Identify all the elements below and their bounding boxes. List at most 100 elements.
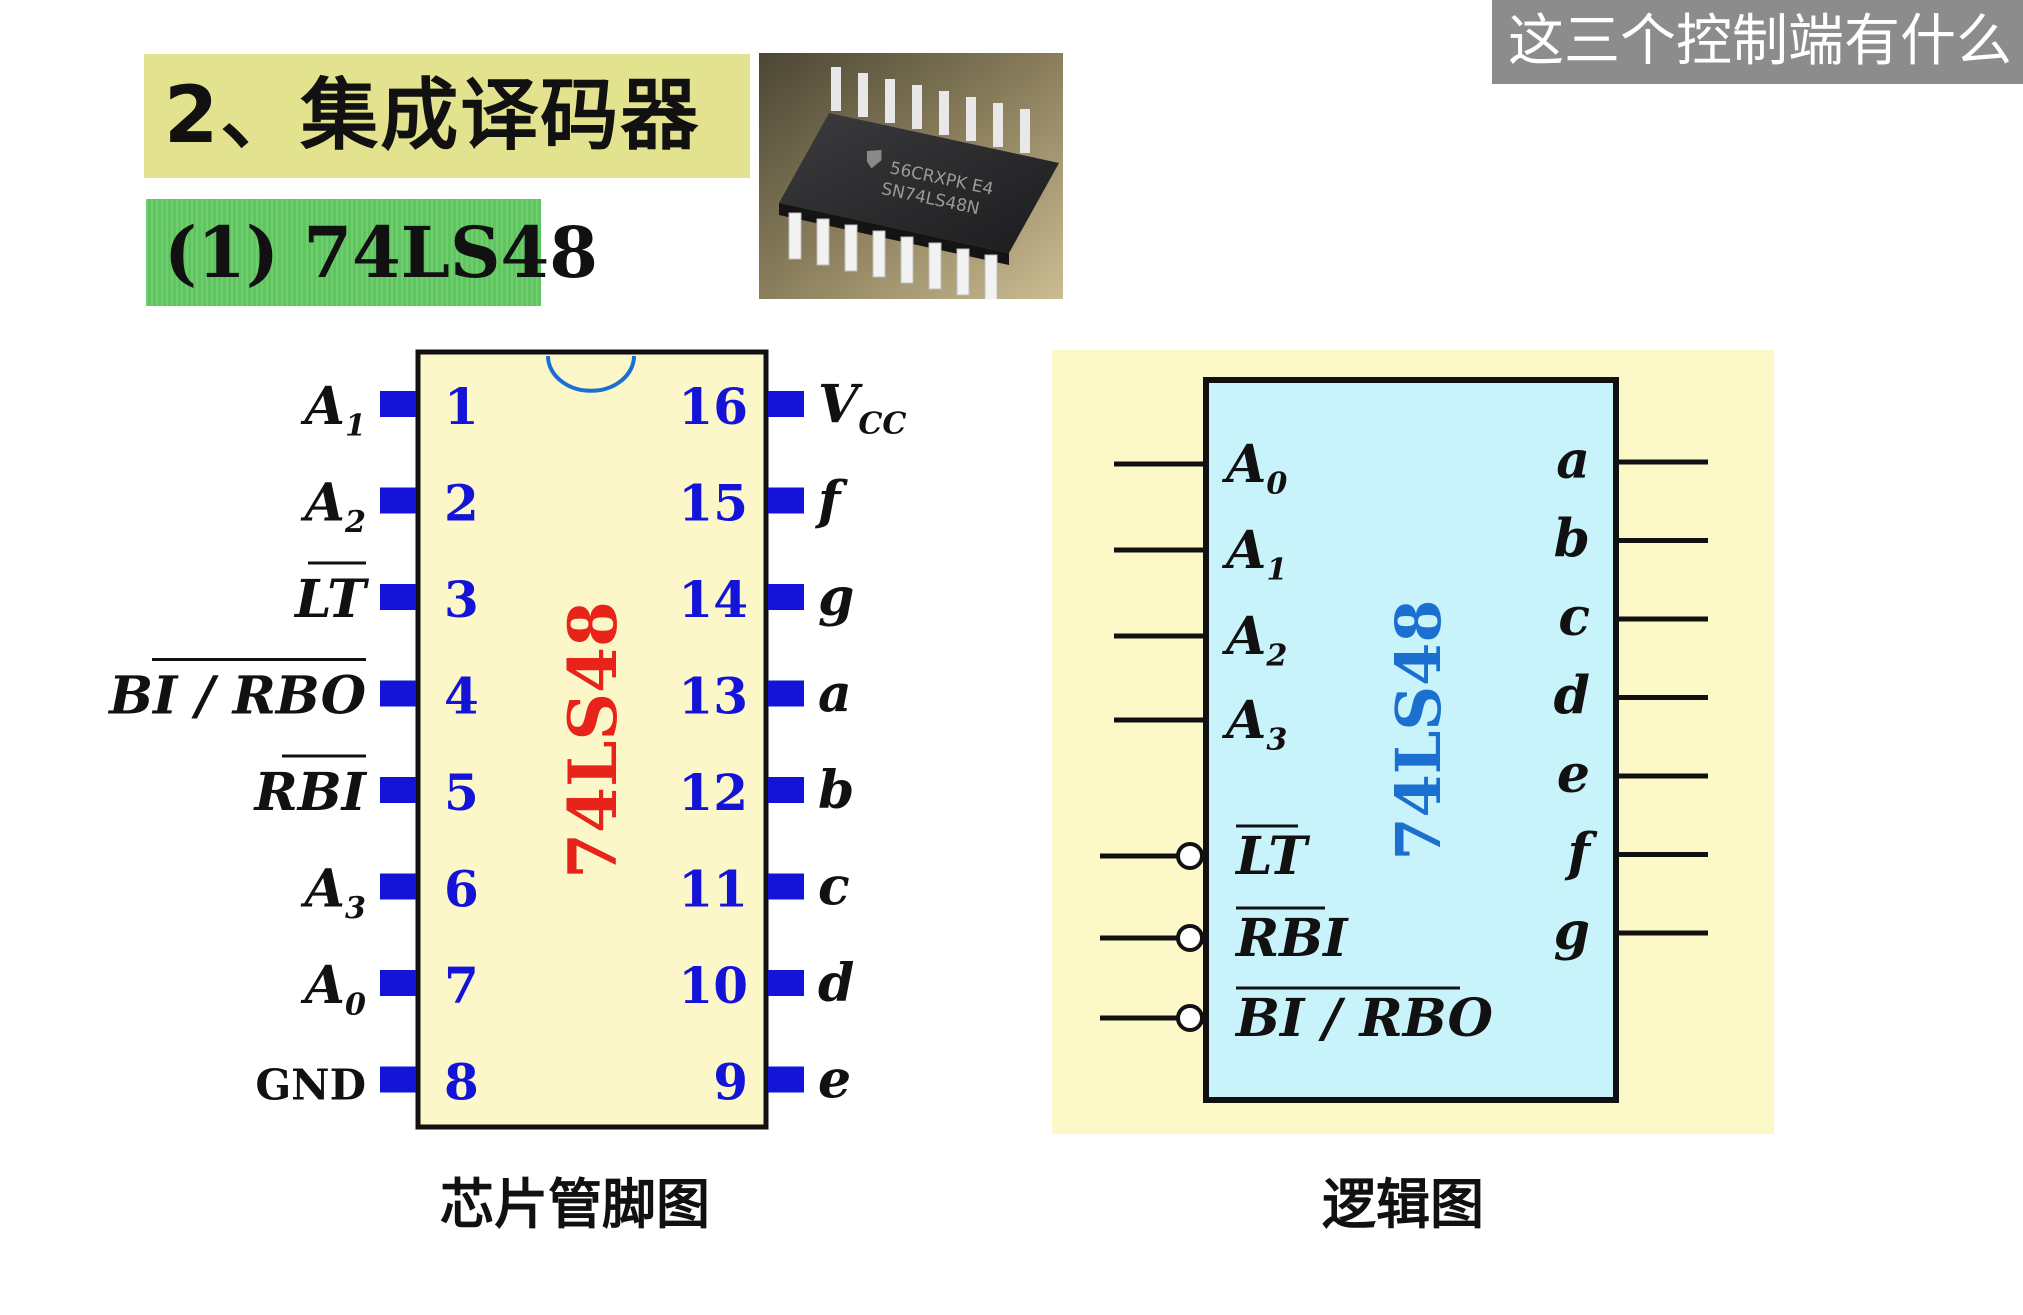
chip-photo-leg bbox=[912, 85, 922, 129]
pinout-caption: 芯片管脚图 bbox=[440, 1173, 710, 1236]
slide-subtitle: (1) 74LS48 bbox=[164, 211, 598, 294]
pin-number: 6 bbox=[444, 860, 479, 919]
pin-label: f bbox=[814, 471, 848, 532]
chip-photo-leg bbox=[984, 254, 998, 299]
pin-stub bbox=[768, 391, 804, 417]
pinout-diagram: 1 A1 2 A2 3 LT 4 BI / RBO 5 RBI 6 A3 7 A0 8 GND 16 VCC 15… bbox=[107, 349, 906, 1130]
pin-stub bbox=[768, 487, 804, 514]
chip-photo-leg bbox=[831, 67, 841, 111]
logic-output-label: g bbox=[1554, 901, 1590, 962]
pin-stub bbox=[768, 680, 804, 707]
pin-number: 5 bbox=[444, 763, 479, 822]
slide-title: 2、集成译码器 bbox=[164, 71, 701, 161]
logic-output-label: a bbox=[1556, 430, 1590, 491]
pin-stub bbox=[380, 680, 416, 707]
pin-label: e bbox=[818, 1050, 851, 1111]
chip-photo-leg bbox=[956, 248, 970, 296]
pinout-chip-label: 74LS48 bbox=[554, 601, 632, 879]
logic-caption: 逻辑图 bbox=[1322, 1173, 1484, 1236]
pin-number: 2 bbox=[444, 474, 479, 533]
pin-label: A1 bbox=[300, 376, 366, 443]
chip-photo-leg bbox=[816, 218, 830, 266]
pin-label: g bbox=[818, 567, 854, 628]
pin-stub bbox=[380, 391, 416, 417]
logic-input-label: LT bbox=[1234, 826, 1310, 887]
pin-stub bbox=[380, 970, 416, 996]
logic-input-label: RBI bbox=[1234, 908, 1349, 969]
pin-stub bbox=[380, 873, 416, 900]
pin-stub bbox=[380, 584, 416, 610]
logic-input-label: A0 bbox=[1221, 434, 1287, 501]
pin-number: 3 bbox=[444, 570, 479, 629]
pin-number: 1 bbox=[444, 377, 479, 436]
pin-label: VCC bbox=[818, 374, 906, 441]
logic-output-label: c bbox=[1558, 587, 1590, 648]
chip-photo-leg bbox=[966, 97, 976, 141]
chip-photo: 56CRXPK E4 SN74LS48N bbox=[759, 53, 1063, 299]
pin-number: 4 bbox=[444, 667, 479, 726]
pinout-chip-body bbox=[415, 349, 769, 1130]
pin-label: BI / RBO bbox=[107, 666, 366, 727]
chip-photo-leg bbox=[885, 79, 895, 123]
chip-photo-leg bbox=[1020, 109, 1030, 153]
pin-stub bbox=[768, 584, 804, 610]
inversion-bubble-icon bbox=[1176, 924, 1204, 952]
logic-chip-body bbox=[1203, 377, 1619, 1103]
pin-number: 12 bbox=[678, 763, 748, 822]
chip-photo-leg bbox=[928, 242, 942, 290]
pin-stub bbox=[380, 487, 416, 514]
pin-label: d bbox=[818, 953, 854, 1014]
pin-label: RBI bbox=[253, 762, 368, 823]
logic-output-label: b bbox=[1554, 509, 1590, 570]
overlay-caption: 这三个控制端有什么 bbox=[1492, 0, 2023, 84]
pin-stub bbox=[768, 1066, 804, 1093]
pin-label: A3 bbox=[300, 859, 366, 926]
chip-photo-leg bbox=[872, 230, 886, 278]
pin-number: 8 bbox=[444, 1053, 479, 1112]
chip-photo-leg bbox=[788, 212, 802, 260]
logic-input-label: A1 bbox=[1221, 520, 1287, 587]
pin-number: 11 bbox=[678, 860, 748, 919]
pin-label: b bbox=[818, 760, 854, 821]
inversion-bubble-icon bbox=[1176, 1004, 1204, 1032]
title-band bbox=[144, 54, 750, 178]
pin-label: LT bbox=[293, 569, 369, 630]
chip-photo-back-legs bbox=[831, 67, 1030, 153]
pin-stub bbox=[768, 873, 804, 900]
pin-label: A0 bbox=[300, 955, 366, 1022]
inversion-bubble-icon bbox=[1176, 842, 1204, 870]
chip-photo-leg bbox=[858, 73, 868, 117]
pin-label: A2 bbox=[300, 473, 366, 540]
logic-output-label: e bbox=[1557, 744, 1590, 805]
pin-label: a bbox=[818, 664, 852, 725]
chip-photo-leg bbox=[939, 91, 949, 135]
pin1-notch-icon bbox=[546, 355, 636, 393]
chip-photo-leg bbox=[900, 236, 914, 284]
pin-stub bbox=[380, 1066, 416, 1093]
pin-stub bbox=[768, 970, 804, 996]
pin-stub bbox=[380, 777, 416, 803]
logic-input-label: A2 bbox=[1221, 606, 1287, 673]
chip-photo-front-legs bbox=[788, 212, 998, 299]
pin-number: 14 bbox=[678, 570, 748, 629]
pin-stub bbox=[768, 777, 804, 803]
chip-photo-leg bbox=[844, 224, 858, 272]
pin-label: GND bbox=[255, 1061, 366, 1110]
logic-chip-label: 74LS48 bbox=[1382, 600, 1455, 861]
pin-number: 9 bbox=[713, 1053, 748, 1112]
pin-label: c bbox=[818, 857, 850, 918]
pin-number: 7 bbox=[444, 956, 479, 1015]
ti-logo-icon bbox=[866, 149, 882, 169]
logic-input-label: A3 bbox=[1221, 690, 1287, 757]
pin-number: 10 bbox=[678, 956, 748, 1015]
logic-input-label: BI / RBO bbox=[1234, 988, 1493, 1049]
pinout-left-pins: 1 A1 2 A2 3 LT 4 BI / RBO 5 RBI 6 A3 7 A0 8 GND bbox=[107, 376, 479, 1112]
pin-number: 15 bbox=[678, 474, 748, 533]
chip-photo-leg bbox=[993, 103, 1003, 147]
pin-number: 16 bbox=[678, 377, 748, 436]
